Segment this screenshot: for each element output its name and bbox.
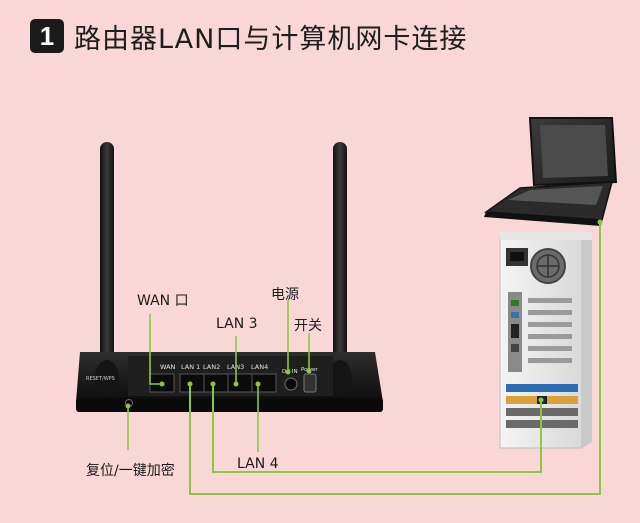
port-label-lan4: LAN4 [251,363,268,371]
header: 1 路由器LAN口与计算机网卡连接 [30,14,467,58]
port-label-wan: WAN [160,363,176,371]
callout-reset: 复位/一键加密 [86,463,175,479]
callout-lan4: LAN 4 [237,456,279,472]
step-number-badge: 1 [30,19,64,53]
callout-lines [127,300,310,452]
router: WAN LAN 1 LAN2 LAN3 LAN4 DC IN Power RES… [76,352,383,412]
callout-switch: 开关 [294,318,322,334]
cable-lan1-laptop [189,222,601,495]
page-title: 路由器LAN口与计算机网卡连接 [74,23,468,55]
network-cables [189,222,601,495]
port-label-lan2: LAN2 [203,363,220,371]
router-antennas [100,142,347,390]
callout-line-wan [149,314,162,385]
dc-jack-icon [284,377,298,391]
reset-label: RESET/WPS [86,376,115,382]
desktop-tower [499,232,592,449]
callout-dots [125,219,603,409]
port-label-lan1: LAN 1 [181,363,200,371]
callout-lan3: LAN 3 [216,316,258,332]
callout-power-source: 电源 [271,287,299,303]
laptop [483,117,618,226]
power-switch-icon [303,373,317,393]
callout-wan: WAN 口 [137,293,189,309]
cable-lan2-desktop [212,384,542,473]
